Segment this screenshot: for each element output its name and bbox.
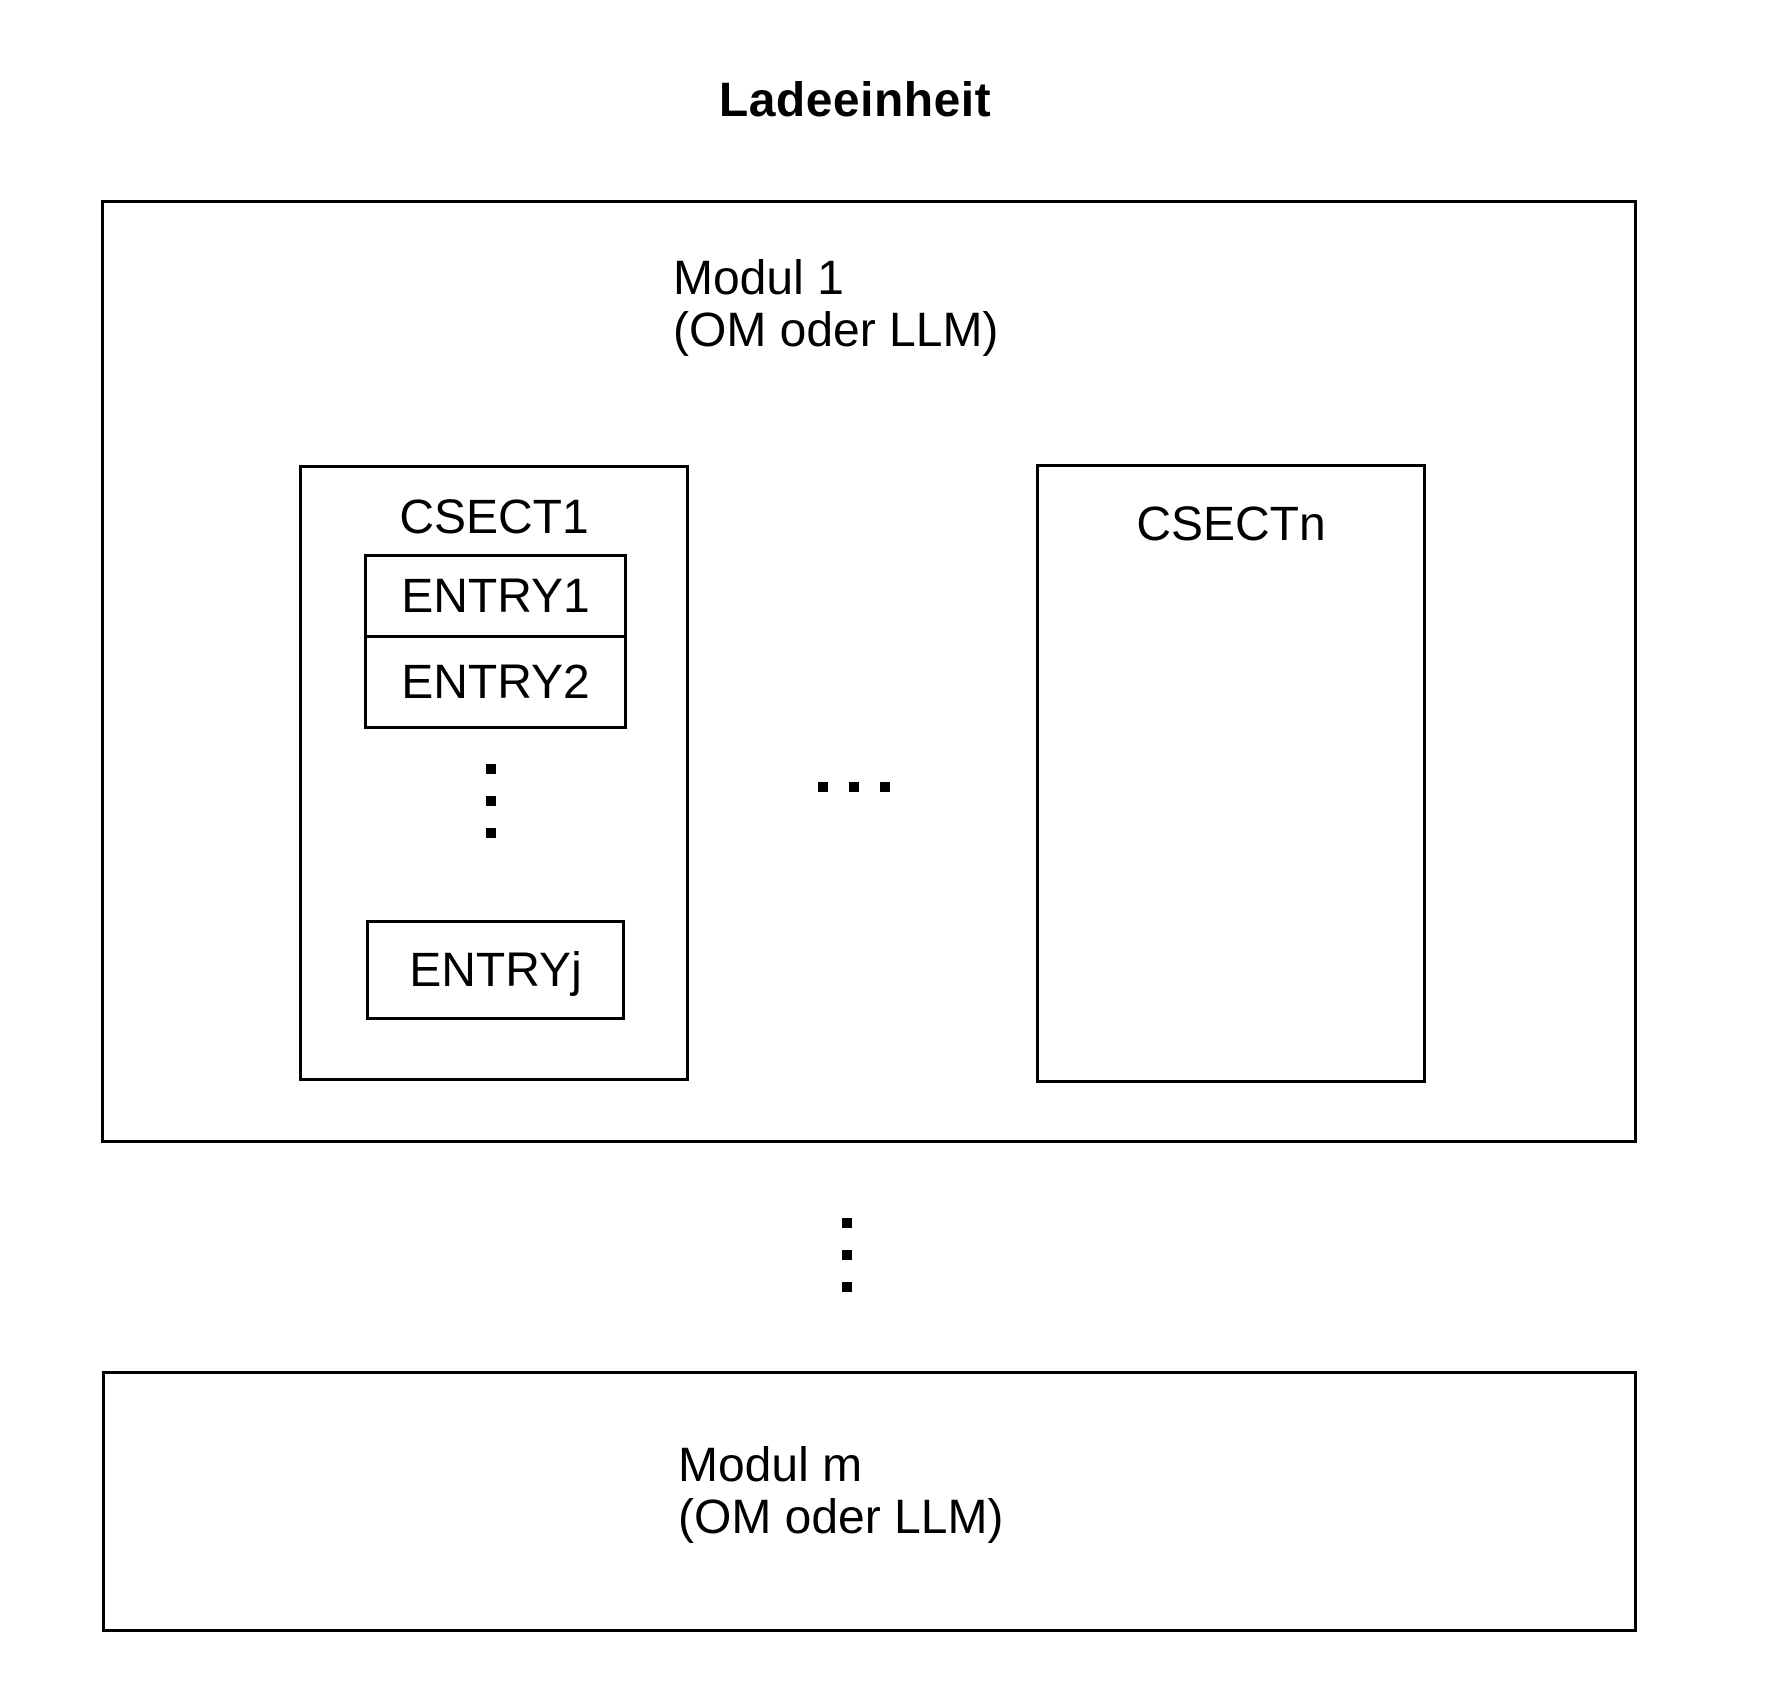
csectn-label: CSECTn	[1136, 498, 1326, 551]
module-m-label: Modul m (OM oder LLM)	[678, 1440, 1003, 1544]
module-m-type: (OM oder LLM)	[678, 1491, 1004, 1544]
entryj-box: ENTRYj	[366, 920, 625, 1020]
module-m-name: Modul m	[678, 1439, 863, 1492]
ellipsis-dot	[486, 796, 496, 806]
ellipsis-dot	[486, 764, 496, 774]
entry1-box: ENTRY1	[364, 554, 627, 638]
entries-vertical-ellipsis	[486, 764, 496, 838]
csects-horizontal-ellipsis	[818, 782, 890, 792]
module-1-box: Modul 1 (OM oder LLM) CSECT1 ENTRY1 ENTR…	[101, 200, 1637, 1143]
ellipsis-dot	[880, 782, 890, 792]
csect1-label: CSECT1	[399, 491, 589, 544]
module-1-type: (OM oder LLM)	[673, 304, 999, 357]
ellipsis-dot	[842, 1250, 852, 1260]
module-1-label: Modul 1 (OM oder LLM)	[673, 253, 998, 357]
entryj-label: ENTRYj	[409, 943, 582, 997]
diagram-title: Ladeeinheit	[718, 74, 992, 127]
module-m-box: Modul m (OM oder LLM)	[102, 1371, 1637, 1632]
modules-vertical-ellipsis	[842, 1218, 852, 1292]
entry1-label: ENTRY1	[401, 569, 590, 623]
ellipsis-dot	[842, 1218, 852, 1228]
csectn-box: CSECTn	[1036, 464, 1426, 1083]
module-1-name: Modul 1	[673, 252, 844, 305]
ellipsis-dot	[842, 1282, 852, 1292]
csect1-box: CSECT1 ENTRY1 ENTRY2 ENTRYj	[299, 465, 689, 1081]
ellipsis-dot	[818, 782, 828, 792]
entry2-label: ENTRY2	[401, 655, 590, 709]
ellipsis-dot	[849, 782, 859, 792]
entry2-box: ENTRY2	[364, 635, 627, 729]
ellipsis-dot	[486, 828, 496, 838]
